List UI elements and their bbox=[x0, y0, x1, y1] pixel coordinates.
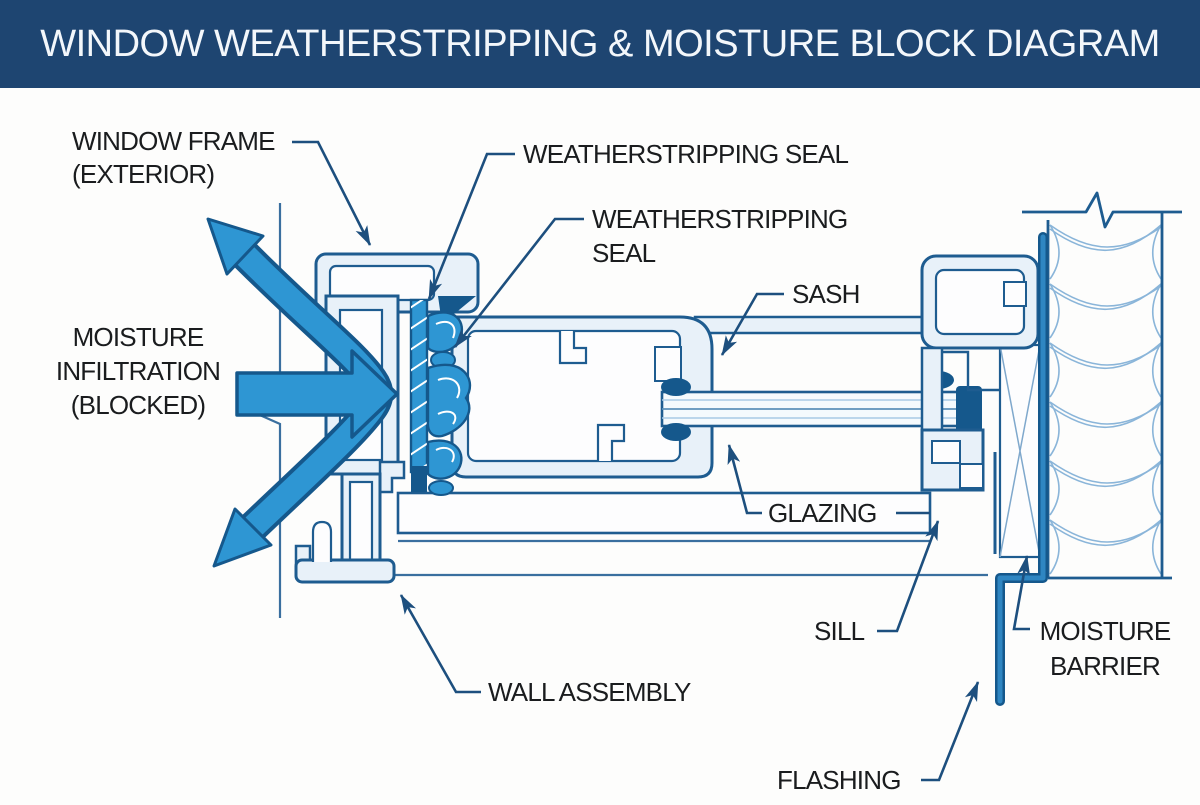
leader-flashing bbox=[921, 681, 980, 782]
sash-top-channel bbox=[558, 331, 588, 365]
label-line: INFILTRATION bbox=[56, 356, 220, 386]
label-sash: SASH bbox=[792, 279, 860, 309]
frame-base-prong bbox=[311, 520, 333, 562]
label-moisture-barrier: MOISTURE BARRIER bbox=[1040, 616, 1172, 681]
deflected-arrowhead-up bbox=[206, 217, 265, 276]
deflected-arrowhead-down bbox=[212, 507, 273, 568]
moisture-barrier-flashing bbox=[995, 232, 1048, 706]
seal-strip-foot bbox=[411, 466, 427, 492]
seal-lobe-mid bbox=[426, 363, 472, 438]
jamb-step-line bbox=[942, 350, 1000, 392]
sash-top-rail-band bbox=[693, 315, 924, 335]
frame-hook bbox=[378, 460, 406, 494]
label-line: (EXTERIOR) bbox=[72, 159, 214, 189]
label-weatherstripping-seal-top: WEATHERSTRIPPING SEAL bbox=[523, 139, 848, 169]
sash-right-channel bbox=[654, 346, 682, 382]
leader-lines bbox=[292, 140, 1031, 782]
label-weatherstripping-seal-mid: WEATHERSTRIPPING SEAL bbox=[592, 204, 848, 268]
label-line: MOISTURE bbox=[73, 322, 204, 352]
leader-glazing bbox=[727, 444, 762, 515]
interior-jamb-sill bbox=[920, 254, 1040, 554]
leader-weatherstripping-seal-mid bbox=[453, 217, 584, 348]
jamb-clip bbox=[1003, 281, 1027, 307]
label-line: (BLOCKED) bbox=[71, 390, 206, 420]
moisture-arrow-right bbox=[235, 349, 399, 439]
wall-assembly-section bbox=[998, 191, 1182, 580]
buck-cross-brace bbox=[999, 344, 1041, 558]
label-line: WEATHERSTRIPPING bbox=[592, 204, 847, 234]
weatherstripping-seals bbox=[409, 296, 476, 496]
jamb-leg bbox=[920, 346, 944, 434]
header-bar: WINDOW WEATHERSTRIPPING & MOISTURE BLOCK… bbox=[0, 0, 1200, 88]
glazing-unit bbox=[660, 371, 982, 455]
label-flashing: FLASHING bbox=[777, 765, 901, 795]
label-moisture-infiltration: MOISTURE INFILTRATION (BLOCKED) bbox=[56, 322, 221, 420]
frame-base bbox=[294, 558, 396, 584]
label-glazing: GLAZING bbox=[768, 498, 877, 528]
frame-lower-cavity bbox=[348, 480, 374, 566]
leader-sill bbox=[877, 520, 940, 633]
sill-cavity bbox=[931, 440, 961, 464]
label-wall-assembly: WALL ASSEMBLY bbox=[488, 677, 691, 707]
labels: WINDOW FRAME (EXTERIOR) WEATHERSTRIPPING… bbox=[56, 126, 1172, 795]
leader-moisture-barrier bbox=[1012, 555, 1031, 631]
glazing-gasket bbox=[661, 378, 691, 396]
glazing-gasket bbox=[661, 423, 691, 441]
leader-window-frame bbox=[292, 140, 372, 246]
page-title: WINDOW WEATHERSTRIPPING & MOISTURE BLOCK… bbox=[40, 22, 1160, 65]
moisture-flow-arrows bbox=[206, 217, 399, 568]
insulation-batt bbox=[1049, 222, 1162, 576]
sash-bottom-channel bbox=[596, 423, 626, 461]
label-line: SEAL bbox=[592, 238, 656, 268]
seal-folds bbox=[435, 320, 461, 463]
label-line: MOISTURE bbox=[1040, 616, 1171, 646]
seal-lobe-bottom bbox=[426, 439, 463, 480]
barrier-flashing-core bbox=[997, 234, 1046, 704]
leader-sash bbox=[720, 292, 784, 356]
seal-gasket bbox=[428, 480, 454, 496]
wall-top-line-break bbox=[1022, 191, 1182, 229]
leader-wall-assembly bbox=[399, 594, 481, 694]
leader-weatherstripping-seal-top bbox=[427, 152, 515, 300]
label-line: BARRIER bbox=[1050, 651, 1160, 681]
label-window-frame: WINDOW FRAME (EXTERIOR) bbox=[72, 126, 276, 189]
label-sill: SILL bbox=[814, 616, 865, 646]
label-line: WINDOW FRAME bbox=[72, 126, 275, 156]
sill-hook bbox=[959, 463, 984, 489]
glazing-end-block bbox=[956, 386, 982, 440]
